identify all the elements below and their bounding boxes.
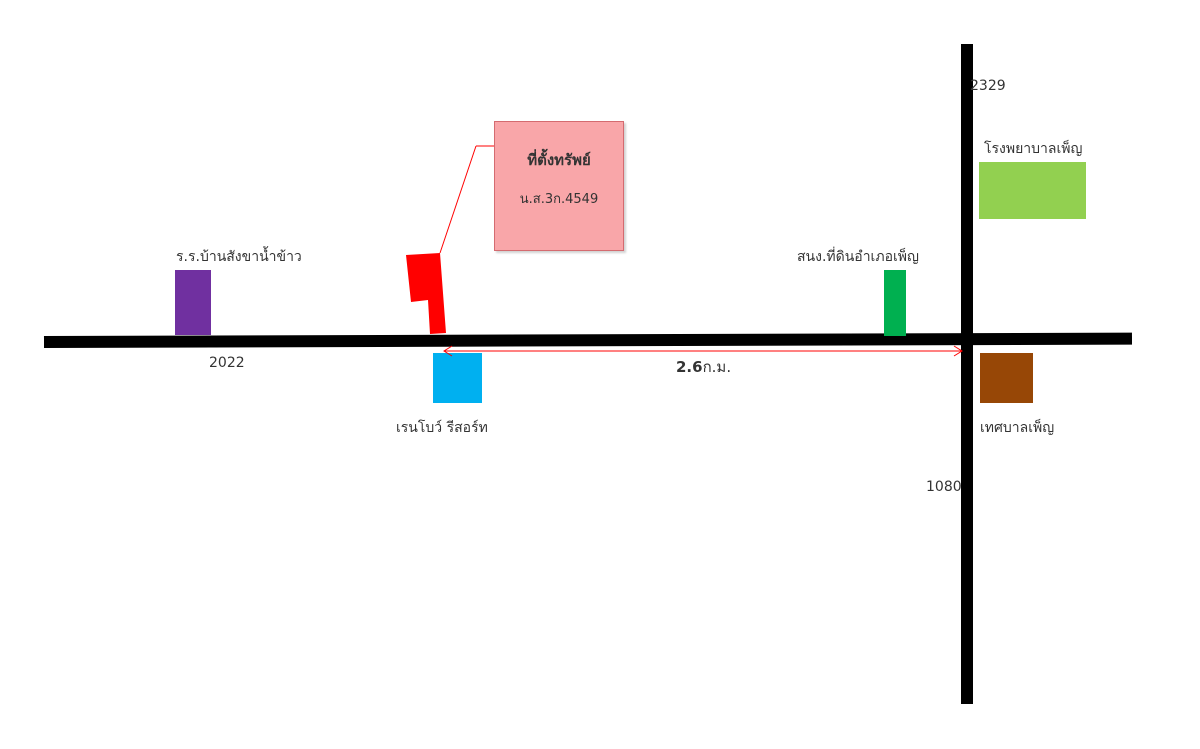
road-2329-1080 <box>961 44 973 704</box>
distance-label: 2.6ก.ม. <box>676 355 731 379</box>
property-title: ที่ตั้งทรัพย์ <box>527 151 591 169</box>
hospital-label: โรงพยาบาลเพ็ญ <box>984 141 1083 157</box>
distance-unit: ก.ม. <box>702 358 732 376</box>
road-label-2329: 2329 <box>970 78 1006 94</box>
municipality-marker <box>980 353 1033 403</box>
property-marker <box>406 253 446 334</box>
property-callout: ที่ตั้งทรัพย์ น.ส.3ก.4549 <box>494 121 624 251</box>
land-office-label: สนง.ที่ดินอำเภอเพ็ญ <box>797 249 919 265</box>
property-deed: น.ส.3ก.4549 <box>519 192 599 207</box>
distance-value: 2.6 <box>676 358 703 376</box>
distance-arrow <box>443 345 963 357</box>
hospital-marker <box>979 162 1086 219</box>
rainbow-resort-label: เรนโบว์ รีสอร์ท <box>396 420 488 436</box>
school-label: ร.ร.บ้านสังขาน้ำข้าว <box>176 249 302 265</box>
road-label-1080: 1080 <box>926 479 962 495</box>
rainbow-resort-marker <box>433 353 482 403</box>
school-marker <box>175 270 211 335</box>
land-office-marker <box>884 270 906 336</box>
road-label-2022: 2022 <box>209 355 245 371</box>
callout-leader-line <box>439 145 477 254</box>
municipality-label: เทศบาลเพ็ญ <box>980 420 1055 436</box>
